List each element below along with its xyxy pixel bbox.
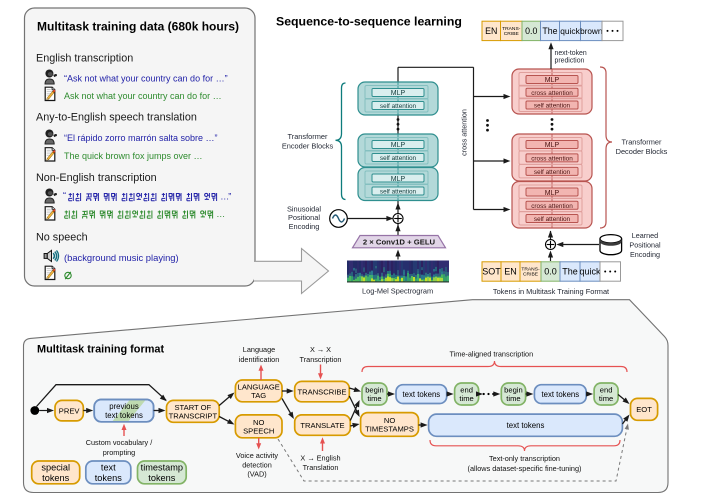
svg-text:EOT: EOT [636, 405, 652, 414]
svg-text:self attention: self attention [534, 169, 571, 176]
svg-text:Custom vocabulary /prompting: Custom vocabulary /prompting [86, 438, 153, 457]
svg-text:…: … [216, 209, 225, 219]
svg-text:English transcription: English transcription [36, 52, 133, 64]
svg-text:“El rápido zorro marrón salta: “El rápido zorro marrón salta sobre …” [64, 133, 218, 143]
svg-text:(allows dataset-specific fine-: (allows dataset-specific fine-tuning) [468, 464, 582, 473]
svg-text:Non-English transcription: Non-English transcription [36, 172, 157, 184]
svg-text:EN: EN [504, 267, 517, 277]
svg-text:Time-aligned transcription: Time-aligned transcription [449, 350, 533, 359]
svg-text:self attention: self attention [380, 189, 417, 196]
svg-text:Sequence-to-sequence learning: Sequence-to-sequence learning [276, 14, 462, 28]
svg-text:self attention: self attention [534, 103, 571, 110]
svg-text:…: … [220, 192, 229, 202]
svg-text:“: “ [63, 191, 66, 201]
svg-text:cross attention: cross attention [459, 109, 468, 156]
svg-text:cross attention: cross attention [531, 156, 573, 163]
svg-text:TRANS-CRIBE: TRANS-CRIBE [521, 267, 540, 278]
svg-text:MLP: MLP [545, 190, 560, 197]
svg-text:Log-Mel Spectrogram: Log-Mel Spectrogram [362, 287, 433, 296]
svg-text:text tokens: text tokens [507, 421, 545, 430]
svg-text:self attention: self attention [380, 155, 417, 162]
svg-text:self attention: self attention [534, 216, 571, 223]
svg-text:0.0: 0.0 [544, 267, 557, 277]
svg-text:MLP: MLP [391, 90, 406, 97]
svg-text:TRANSCRIBE: TRANSCRIBE [298, 387, 347, 396]
svg-text:(background music playing): (background music playing) [64, 252, 179, 263]
svg-text:brown: brown [580, 27, 603, 36]
svg-text:text tokens: text tokens [402, 390, 440, 399]
svg-text:Tokens in Multitask Training F: Tokens in Multitask Training Format [493, 287, 609, 296]
svg-text:Multitask training data (680k: Multitask training data (680k hours) [37, 20, 239, 34]
svg-text:MLP: MLP [391, 176, 406, 183]
svg-text:self attention: self attention [380, 103, 417, 110]
svg-text:“Ask not what your country can: “Ask not what your country can do for …” [64, 74, 228, 84]
svg-text:quick: quick [579, 267, 601, 277]
svg-text:”: ” [228, 192, 231, 202]
svg-text:SOT: SOT [482, 267, 501, 277]
svg-text:Multitask training format: Multitask training format [37, 343, 164, 355]
svg-text:TRANS-CRIBE: TRANS-CRIBE [502, 26, 521, 37]
svg-text:EN: EN [485, 26, 497, 36]
svg-text:Ask not what your country can: Ask not what your country can do for … [64, 91, 222, 101]
svg-text:0.0: 0.0 [525, 26, 537, 36]
svg-text:MLP: MLP [545, 77, 560, 84]
svg-text:2 × Conv1D + GELU: 2 × Conv1D + GELU [363, 238, 436, 247]
svg-text:text tokens: text tokens [541, 390, 579, 399]
svg-text:cross attention: cross attention [531, 203, 573, 210]
svg-text:Text-only transcription: Text-only transcription [489, 454, 560, 463]
svg-text:Any-to-English speech translat: Any-to-English speech translation [36, 111, 197, 123]
svg-text:The: The [542, 26, 557, 36]
svg-text:MLP: MLP [545, 142, 560, 149]
svg-text:quick: quick [560, 26, 580, 36]
svg-text:The quick brown fox jumps over: The quick brown fox jumps over … [64, 151, 203, 161]
svg-text:TRANSLATE: TRANSLATE [300, 421, 344, 430]
svg-text:PREV: PREV [59, 406, 81, 415]
svg-text:MLP: MLP [391, 142, 406, 149]
svg-text:No speech: No speech [36, 231, 88, 243]
svg-text:The: The [562, 267, 578, 277]
svg-text:cross attention: cross attention [531, 90, 573, 97]
